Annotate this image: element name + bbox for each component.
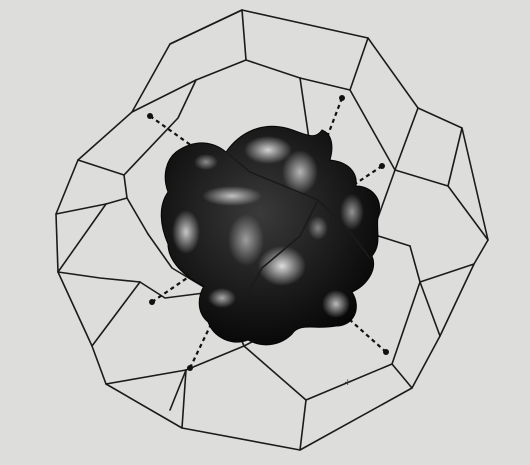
corner-mark: + <box>344 378 352 388</box>
